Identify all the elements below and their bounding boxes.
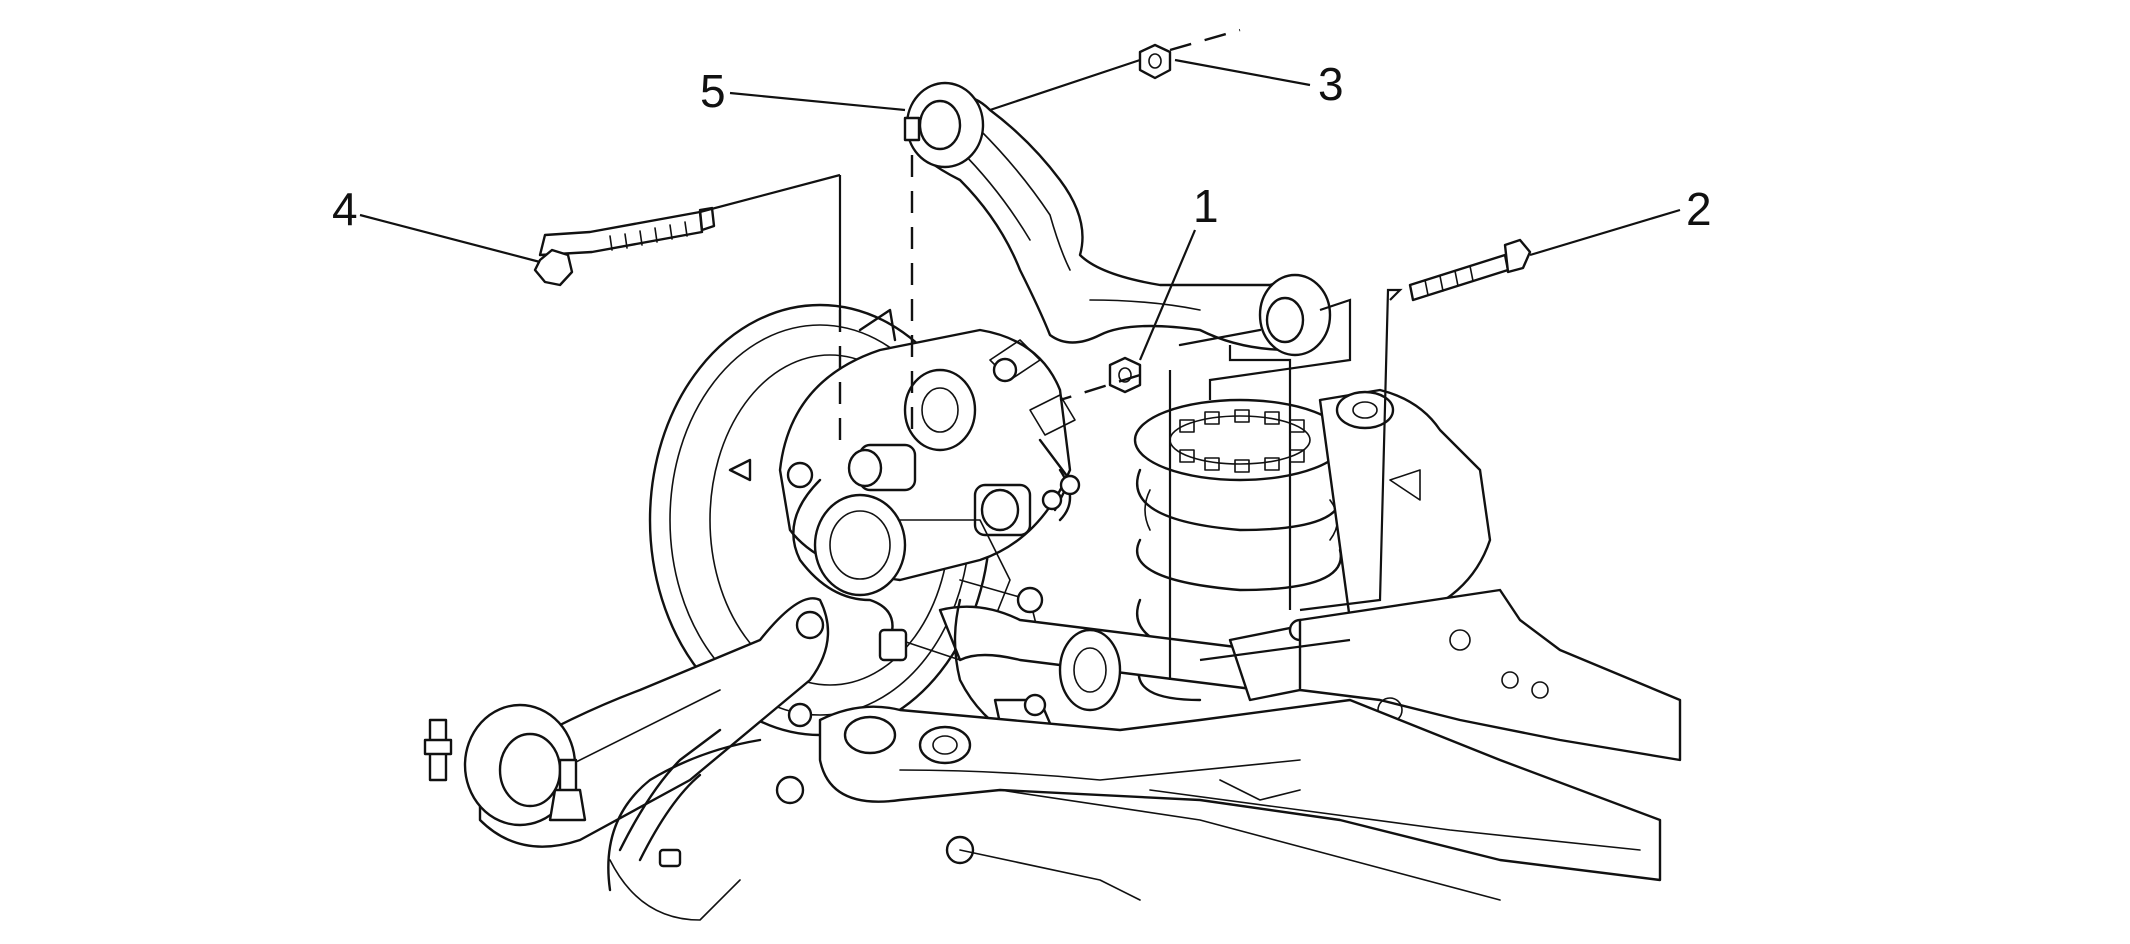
- callout-3: 3: [1318, 58, 1344, 110]
- subframe: [818, 388, 1682, 901]
- callout-4: 4: [332, 183, 358, 235]
- knuckle-hub: [778, 328, 1081, 661]
- callout-2: 2: [1686, 183, 1712, 235]
- sensor-wire: [607, 478, 908, 892]
- bolt-4: [533, 206, 716, 287]
- lower-control-arm-left: [423, 597, 830, 921]
- callout-5: 5: [700, 65, 726, 117]
- callout-1: 1: [1193, 180, 1219, 232]
- nut-1: [1108, 356, 1142, 394]
- bolt-2: [1408, 238, 1532, 302]
- assembly-guide-lines: [699, 28, 1403, 680]
- callout-leaders: [359, 58, 1681, 361]
- upper-control-arm: [903, 81, 1332, 357]
- nut-3: [1138, 43, 1172, 80]
